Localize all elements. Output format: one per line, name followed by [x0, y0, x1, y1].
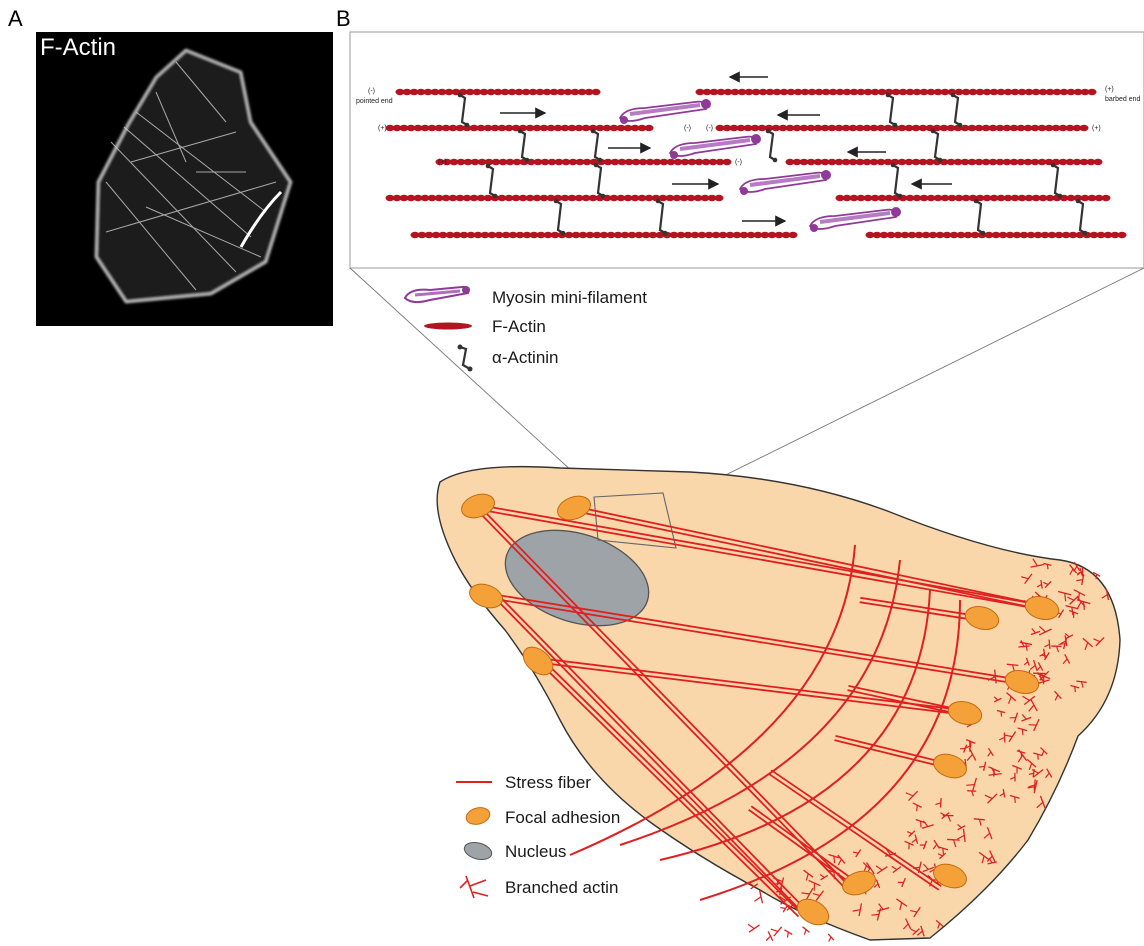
actin-filament [411, 232, 798, 238]
branched-actin-filament [754, 890, 762, 903]
top-legend: Myosin mini-filament F-Actin α-Actinin [405, 286, 647, 372]
actin-filament [716, 125, 1089, 131]
myosin-icon [405, 286, 470, 302]
legend-f-actin-label: F-Actin [492, 317, 546, 336]
actin-filament [696, 89, 1097, 95]
zoom-line-right [665, 268, 1144, 505]
actin-filament [866, 232, 1127, 238]
branched-actin-filament [766, 931, 773, 940]
legend-nucleus-label: Nucleus [505, 842, 566, 861]
inset-row2-mid-label: (-) [684, 125, 691, 132]
legend-branched-actin-label: Branched actin [505, 878, 618, 897]
branched-actin-icon [460, 876, 488, 898]
branched-actin-filament [803, 927, 810, 935]
inset-minus-end-label: (-) [368, 88, 375, 95]
inset-row2-left-label: (+) [378, 125, 387, 132]
bottom-legend: Stress fiber Focal adhesion Nucleus Bran… [456, 773, 620, 898]
actin-filament [396, 89, 601, 95]
f-actin-icon [424, 323, 472, 330]
inset-pointed-end-label: pointed end [356, 98, 393, 105]
inset-plus-end-label: (+) [1105, 86, 1114, 93]
inset-row2-right-label: (+) [1092, 125, 1101, 132]
branched-actin-filament [771, 927, 782, 936]
inset-row3-left-label: (+) [438, 159, 447, 166]
inset-barbed-end-label: barbed end [1105, 96, 1141, 103]
legend-focal-adhesion-label: Focal adhesion [505, 808, 620, 827]
inset-row3-mid-label: (-) [735, 159, 742, 166]
branched-actin-filament [784, 930, 792, 938]
legend-myosin-label: Myosin mini-filament [492, 288, 647, 307]
nucleus-icon [462, 840, 493, 863]
alpha-actinin-icon [458, 345, 473, 372]
branched-actin-filament [828, 934, 834, 942]
legend-stress-fiber-label: Stress fiber [505, 773, 591, 792]
actin-filament [836, 195, 1111, 201]
focal-adhesion-icon [464, 805, 491, 827]
inset-row2-mid2-label: (-) [706, 125, 713, 132]
branched-actin-filament [748, 924, 760, 932]
legend-alpha-actinin-label: α-Actinin [492, 348, 559, 367]
